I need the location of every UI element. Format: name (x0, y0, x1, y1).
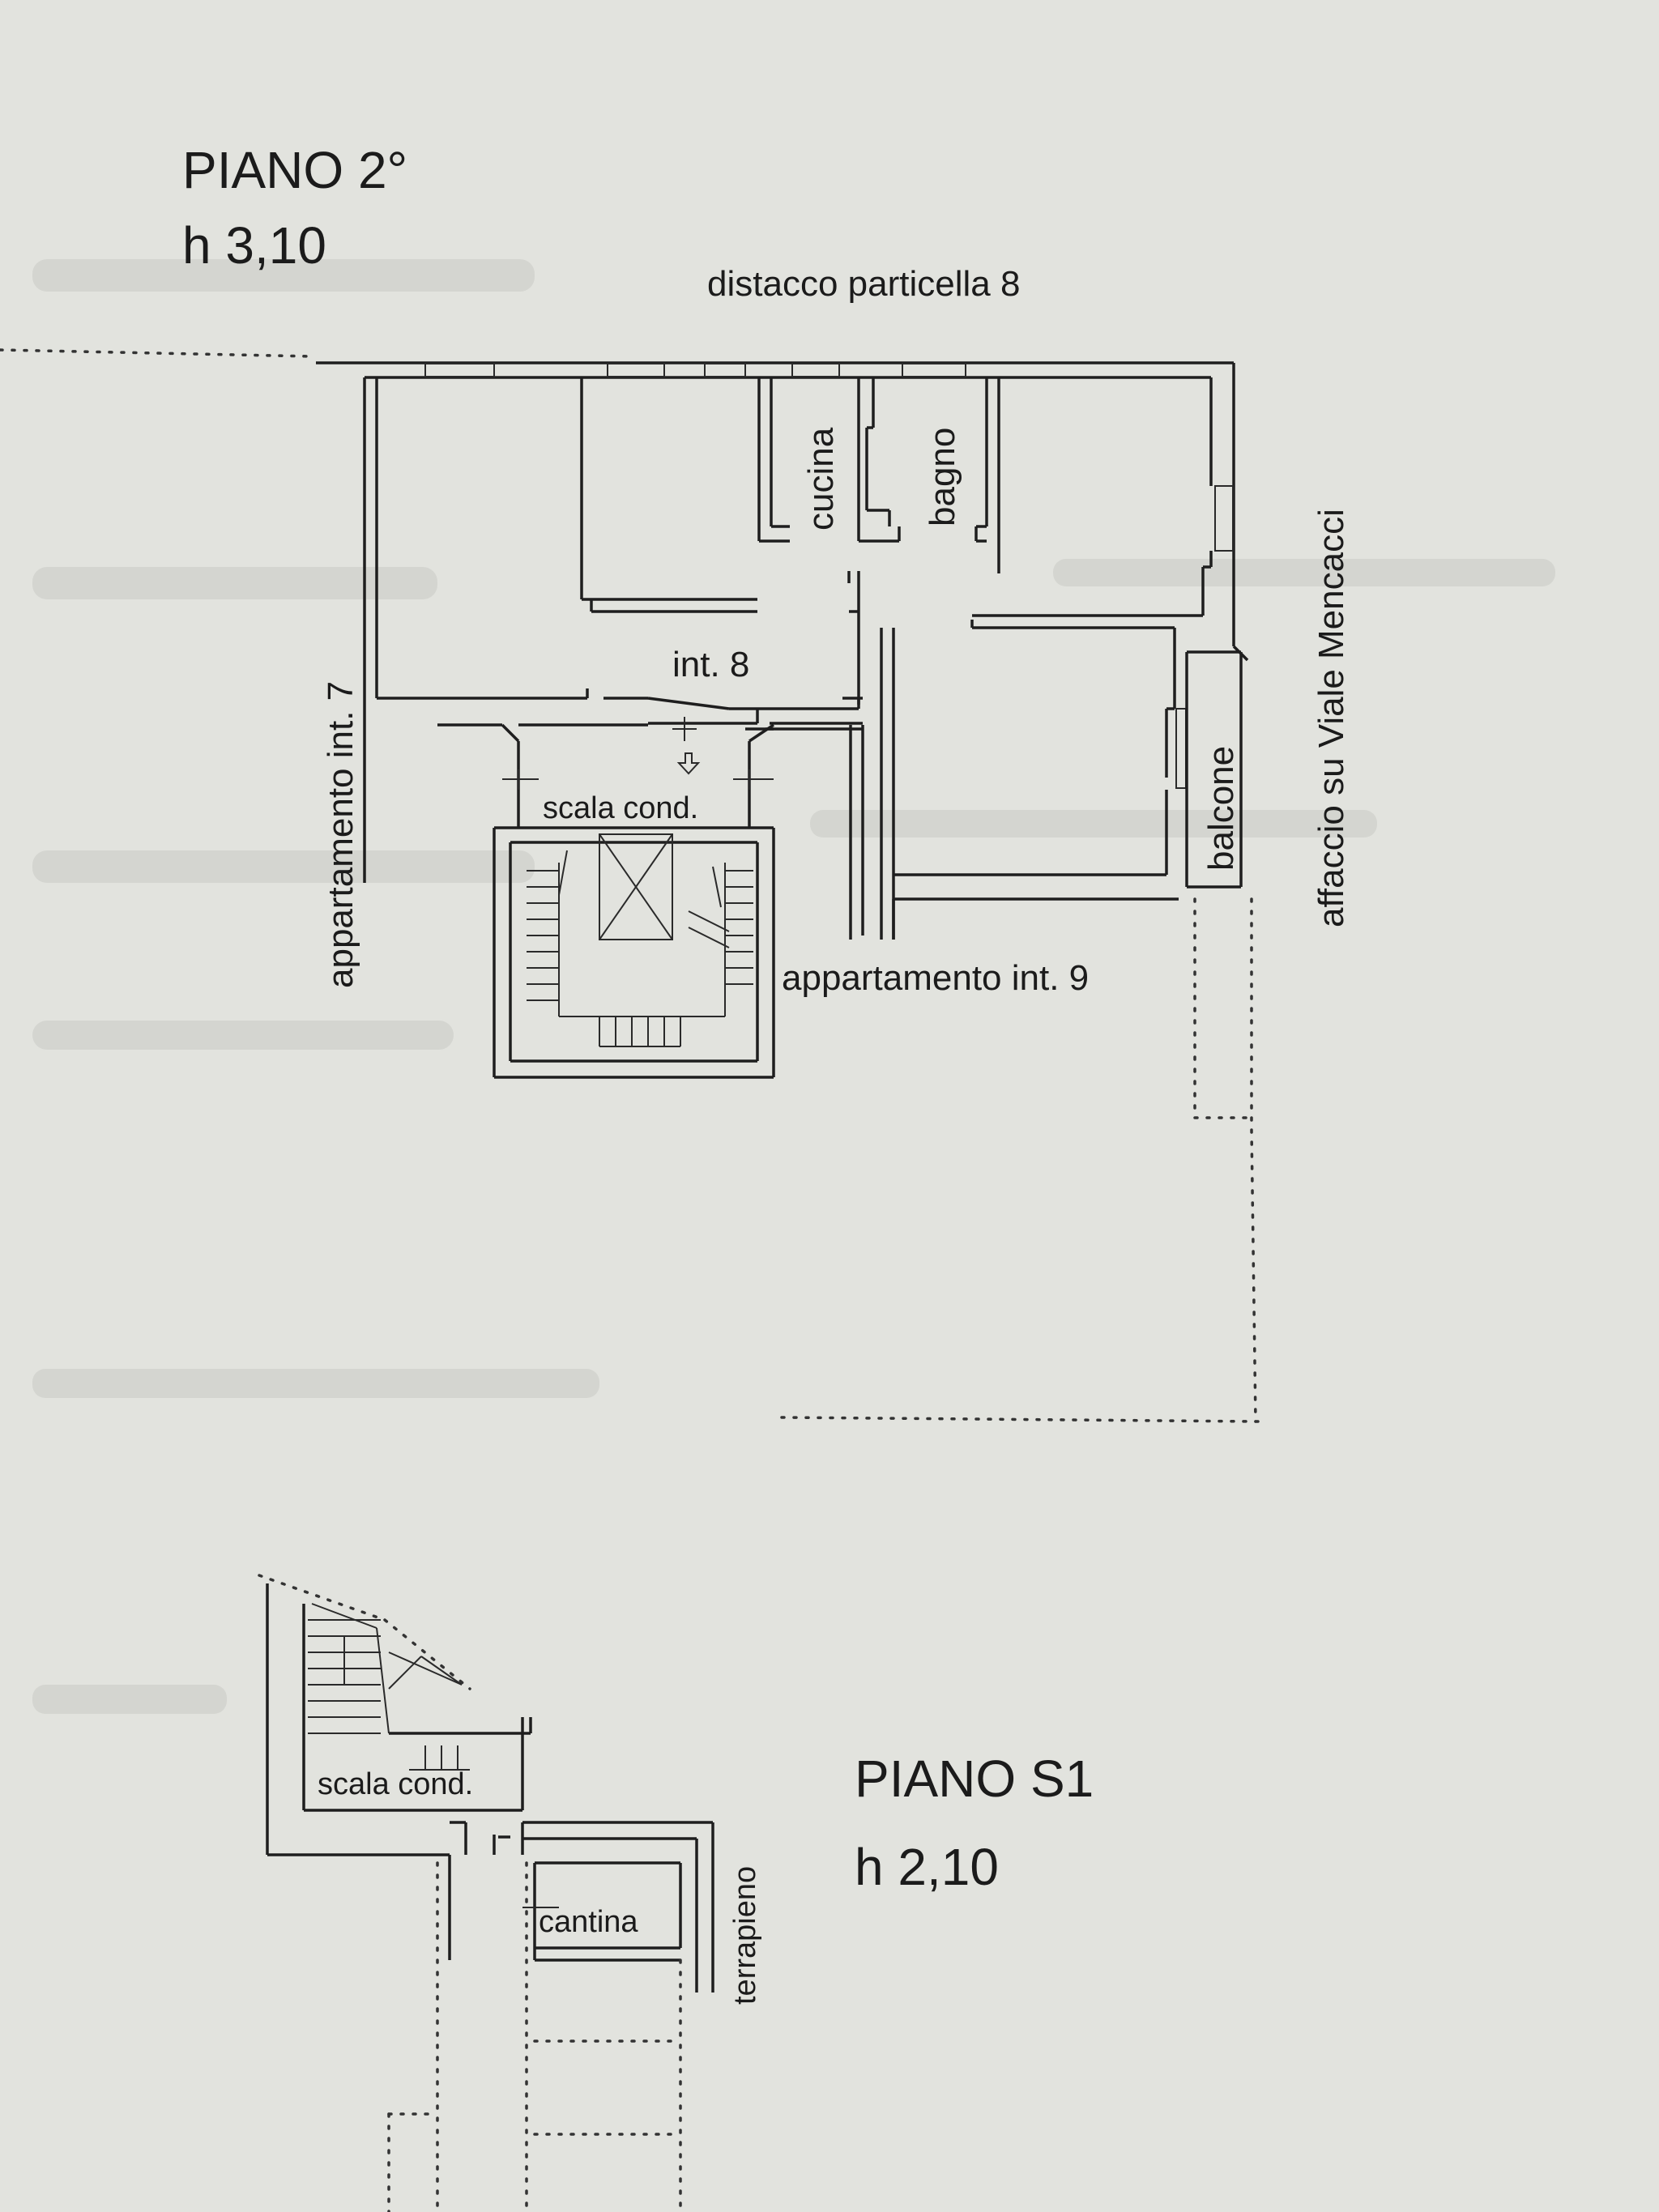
stair-detail-floor-2 (502, 717, 774, 1047)
label-scala-cond-s1: scala cond. (318, 1767, 473, 1801)
label-int-8: int. 8 (672, 645, 749, 684)
label-apt-int-7: appartamento int. 7 (321, 681, 360, 988)
floor-s1-height: h 2,10 (855, 1838, 999, 1896)
floor-2-height: h 3,10 (182, 216, 326, 275)
paper-show-through (32, 259, 1555, 1714)
label-apt-int-9: appartamento int. 9 (782, 958, 1089, 998)
label-cantina: cantina (539, 1905, 638, 1939)
stair-detail-floor-s1 (258, 1574, 471, 1771)
floor-s1-dashed-outlines (387, 1861, 682, 2212)
label-bagno: bagno (923, 428, 962, 526)
label-distacco: distacco particella 8 (707, 264, 1020, 304)
boundary-top-left (0, 348, 313, 358)
label-scala-cond-2: scala cond. (543, 791, 698, 825)
label-terrapieno: terrapieno (728, 1866, 762, 2005)
entry-arrow-icon (676, 752, 701, 775)
floor-2-walls (316, 361, 1249, 1079)
label-balcone: balcone (1201, 746, 1241, 871)
label-affaccio: affaccio su Viale Mencacci (1311, 509, 1351, 927)
floor-s1-walls (266, 1583, 714, 1993)
label-cucina: cucina (801, 427, 841, 531)
floor-s1-title: PIANO S1 (855, 1750, 1094, 1808)
floor-2-title: PIANO 2° (182, 141, 407, 199)
floor-2-dashed-outlines (780, 897, 1261, 1423)
